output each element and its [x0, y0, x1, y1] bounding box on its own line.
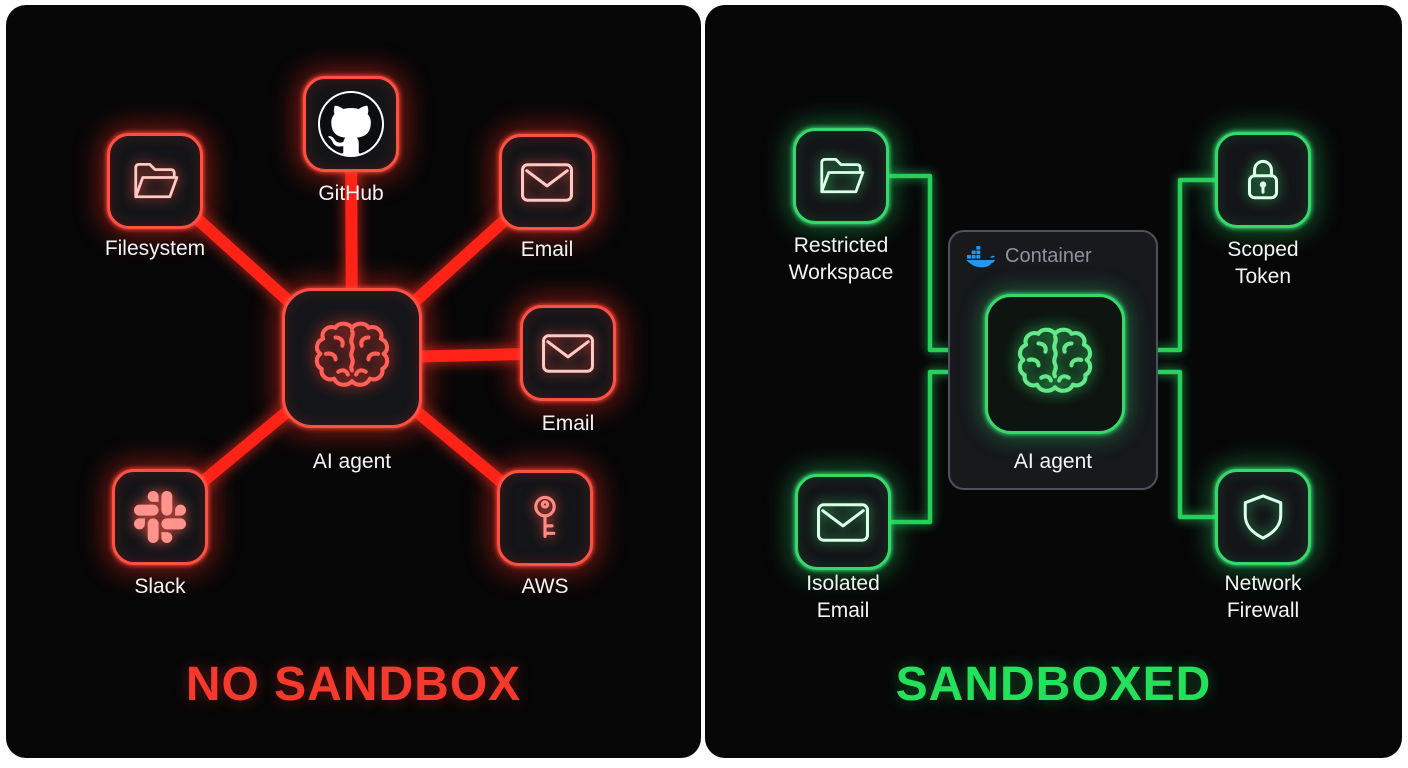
node-scoped-token-label: Scoped Token — [1227, 238, 1299, 288]
node-ai-agent — [282, 288, 422, 428]
folder-icon — [134, 162, 179, 199]
node-slack — [112, 469, 208, 565]
sandboxed-title: SANDBOXED — [895, 658, 1212, 711]
node-network-firewall — [1215, 469, 1311, 565]
node-email-top-label: Email — [520, 238, 574, 261]
github-circle — [318, 91, 384, 157]
node-restricted-workspace-label: Restricted Workspace — [788, 234, 894, 284]
node-email-right-label: Email — [541, 412, 595, 435]
key-icon — [534, 495, 556, 538]
container-header: Container — [950, 232, 1156, 268]
slack-icon — [134, 491, 186, 543]
docker-icon — [966, 246, 995, 268]
node-aws — [497, 470, 593, 566]
node-isolated-email — [795, 474, 891, 570]
envelope-icon — [521, 162, 573, 202]
no-sandbox-title: NO SANDBOX — [185, 658, 522, 711]
envelope-icon — [542, 333, 594, 373]
node-github — [303, 76, 399, 172]
padlock-icon — [1247, 160, 1279, 200]
node-github-label: GitHub — [318, 182, 384, 205]
container-box: Container AI agent — [948, 230, 1158, 490]
node-isolated-email-label: Isolated Email — [806, 572, 880, 622]
node-network-firewall-label: Network Firewall — [1224, 572, 1302, 622]
node-email-right — [520, 305, 616, 401]
no-sandbox-panel: Filesystem GitHub Email Email — [6, 5, 701, 758]
sandboxed-connection-lines — [886, 173, 1218, 525]
sandboxed-panel: Restricted Workspace Scoped Token — [705, 5, 1402, 758]
folder-icon — [820, 157, 865, 194]
envelope-icon — [817, 502, 869, 542]
sandboxed-ai-agent-label: AI agent — [1013, 450, 1093, 473]
node-restricted-workspace — [793, 128, 889, 224]
brain-icon — [314, 321, 390, 387]
github-icon — [320, 93, 382, 154]
node-ai-agent-label: AI agent — [312, 450, 392, 473]
shield-icon — [1243, 494, 1283, 540]
node-sandboxed-ai-agent — [985, 294, 1125, 434]
node-filesystem-label: Filesystem — [104, 237, 206, 260]
node-scoped-token — [1215, 132, 1311, 228]
node-email-top — [499, 134, 595, 230]
node-slack-label: Slack — [134, 575, 186, 598]
node-aws-label: AWS — [521, 575, 569, 598]
container-label: Container — [1005, 245, 1092, 267]
brain-icon — [1017, 327, 1093, 393]
node-filesystem — [107, 133, 203, 229]
